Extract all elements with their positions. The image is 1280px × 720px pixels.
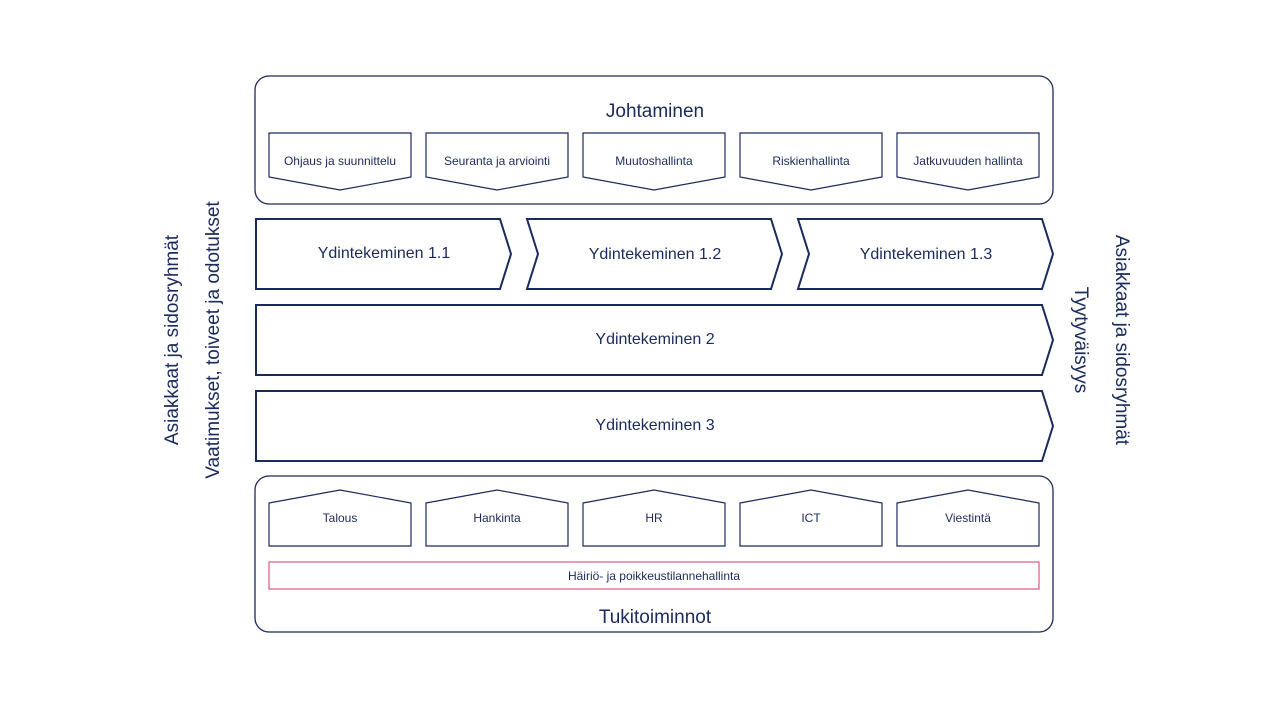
support-item-shape xyxy=(739,489,883,547)
management-item-label: Riskienhallinta xyxy=(772,154,850,168)
support-item-label: Viestintä xyxy=(945,511,991,525)
management-item-label: Ohjaus ja suunnittelu xyxy=(284,154,396,168)
core-arrow-label: Ydintekeminen 1.1 xyxy=(318,245,451,262)
disruption-bar: Häiriö- ja poikkeustilannehallinta xyxy=(268,561,1040,590)
support-item-label: Hankinta xyxy=(473,511,521,525)
support-title: Tukitoiminnot xyxy=(599,607,712,628)
right-side-labels: Asiakkaat ja sidosryhmät Tyytyväisyys xyxy=(1070,235,1132,446)
support-item-label: ICT xyxy=(801,511,821,525)
left-side-customers-label: Asiakkaat ja sidosryhmät xyxy=(162,234,183,445)
management-item: Muutoshallinta xyxy=(582,132,726,191)
right-side-satisfaction-label: Tyytyväisyys xyxy=(1070,287,1091,394)
management-item-shape xyxy=(896,132,1040,191)
management-item-shape xyxy=(739,132,883,191)
support-item-shape xyxy=(582,489,726,547)
core-arrow-label: Ydintekeminen 1.3 xyxy=(860,246,993,263)
core-arrow: Ydintekeminen 1.3 xyxy=(796,218,1055,290)
management-item-label: Muutoshallinta xyxy=(615,154,693,168)
support-item: Hankinta xyxy=(425,489,569,547)
support-item: Viestintä xyxy=(896,489,1040,547)
core-arrow-shape xyxy=(255,304,1055,376)
core-arrow-label: Ydintekeminen 1.2 xyxy=(589,246,722,263)
core-row-3: Ydintekeminen 3 xyxy=(255,390,1055,462)
management-item-shape xyxy=(268,132,412,191)
core-row-2: Ydintekeminen 2 xyxy=(255,304,1055,376)
management-item: Seuranta ja arviointi xyxy=(425,132,569,191)
core-arrow-shape xyxy=(255,218,513,290)
management-item: Jatkuvuuden hallinta xyxy=(896,132,1040,191)
core-arrow: Ydintekeminen 1.2 xyxy=(525,218,784,290)
left-side-requirements-label: Vaatimukset, toiveet ja odotukset xyxy=(203,201,224,479)
disruption-bar-frame xyxy=(268,561,1040,590)
support-item-shape xyxy=(425,489,569,547)
core-arrow-label: Ydintekeminen 3 xyxy=(595,417,714,434)
disruption-bar-label: Häiriö- ja poikkeustilannehallinta xyxy=(568,569,740,583)
right-side-customers-label: Asiakkaat ja sidosryhmät xyxy=(1111,235,1132,446)
core-row-1: Ydintekeminen 1.1 Ydintekeminen 1.2 Ydin… xyxy=(255,218,1055,290)
support-item: ICT xyxy=(739,489,883,547)
management-item: Riskienhallinta xyxy=(739,132,883,191)
support-item-shape xyxy=(268,489,412,547)
management-item-label: Seuranta ja arviointi xyxy=(444,154,550,168)
support-item-label: HR xyxy=(645,511,663,525)
support-item: HR xyxy=(582,489,726,547)
management-item: Ohjaus ja suunnittelu xyxy=(268,132,412,191)
core-arrow-label: Ydintekeminen 2 xyxy=(595,331,714,348)
management-item-shape xyxy=(582,132,726,191)
support-item-label: Talous xyxy=(323,511,358,525)
management-title: Johtaminen xyxy=(606,101,704,122)
core-arrow-shape xyxy=(796,218,1055,290)
support-panel: Talous Hankinta HR ICT Viestintä Häiriö-… xyxy=(254,475,1054,633)
management-item-shape xyxy=(425,132,569,191)
support-item: Talous xyxy=(268,489,412,547)
left-side-labels: Asiakkaat ja sidosryhmät Vaatimukset, to… xyxy=(162,201,224,479)
support-item-shape xyxy=(896,489,1040,547)
core-arrow: Ydintekeminen 1.1 xyxy=(255,218,513,290)
core-arrow-shape xyxy=(525,218,784,290)
management-panel: Johtaminen Ohjaus ja suunnittelu Seurant… xyxy=(254,75,1054,205)
management-item-label: Jatkuvuuden hallinta xyxy=(913,154,1023,168)
core-arrow-shape xyxy=(255,390,1055,462)
